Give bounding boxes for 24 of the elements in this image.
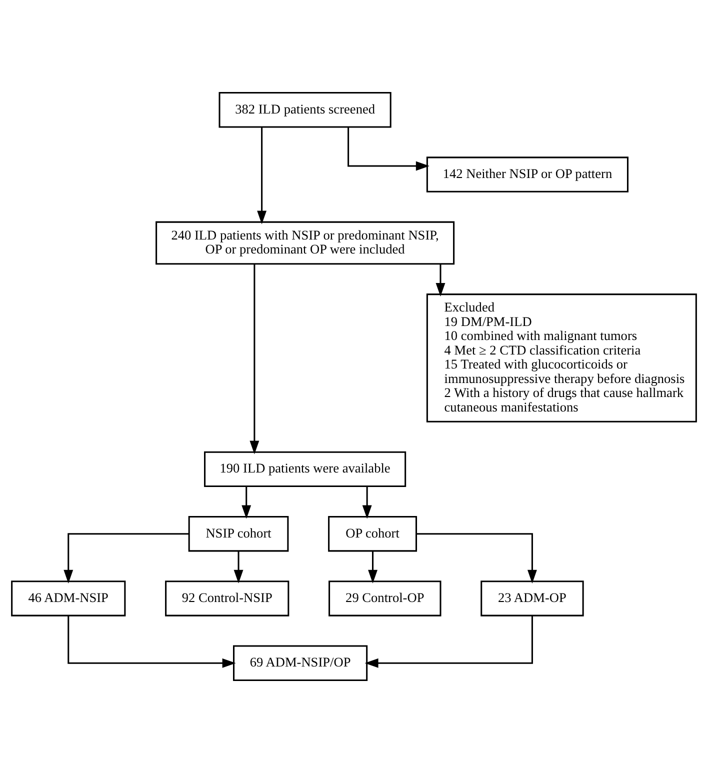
arrow — [348, 127, 430, 171]
node-box: 142 Neither NSIP or OP pattern — [426, 156, 628, 192]
node-box: 190 ILD patients were available — [204, 451, 406, 488]
arrow — [68, 616, 236, 668]
arrow — [364, 616, 533, 668]
arrow — [362, 486, 372, 519]
node-box: 240 ILD patients with NSIP or predominant NSIP, OP or predominant OP were included — [156, 221, 455, 265]
arrow — [250, 264, 260, 454]
node-box: 29 Control-OP — [328, 580, 442, 616]
node-box: 382 ILD patients screened — [218, 92, 392, 128]
node-box: OP cohort — [328, 516, 418, 552]
arrow — [436, 264, 446, 297]
arrow — [368, 551, 378, 584]
node-box: 69 ADM-NSIP/OP — [233, 645, 368, 681]
node-box: 46 ADM-NSIP — [11, 580, 126, 616]
arrow — [234, 551, 244, 584]
arrow — [242, 486, 252, 519]
node-box: 92 Control-NSIP — [165, 580, 290, 616]
arrow — [416, 533, 537, 584]
arrow — [257, 127, 267, 224]
node-box: Excluded 19 DM/PM-ILD 10 combined with malignant tumors 4 Met ≥ 2 CTD classification criteria 15 Treated with glucocorticoids or immunosuppressive therapy before diagnosis 2 With a history of drugs that cause hallmark cutaneous manifestations — [426, 294, 697, 422]
node-box: NSIP cohort — [188, 516, 289, 552]
arrow — [64, 533, 189, 584]
node-box: 23 ADM-OP — [480, 580, 584, 616]
